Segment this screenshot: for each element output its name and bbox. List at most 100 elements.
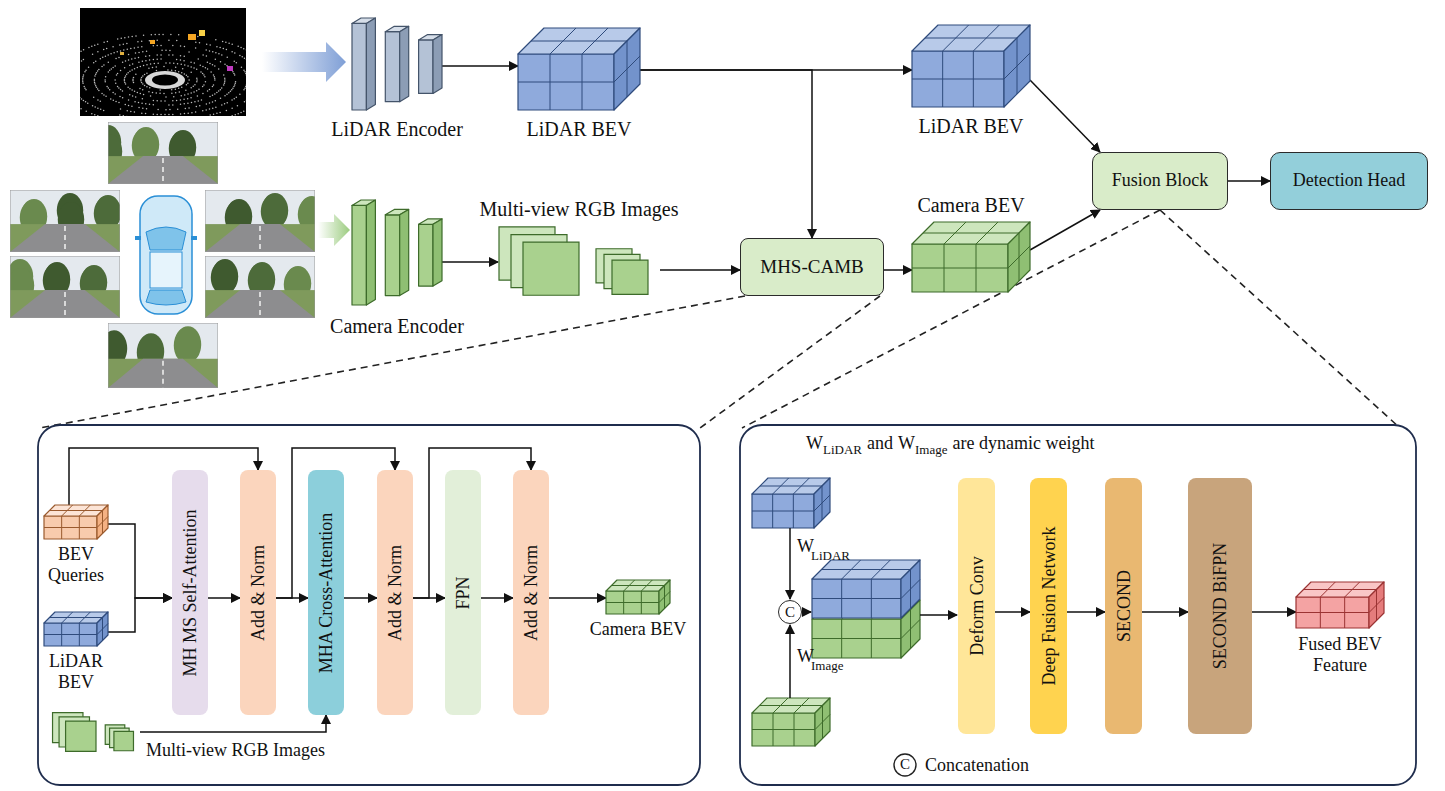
panel-heading: WLiDARandWImageare dynamic weight bbox=[806, 433, 1094, 454]
camera-photo bbox=[205, 256, 315, 318]
layer-bar: Add & Norm bbox=[377, 470, 413, 715]
zoom-leader-lines bbox=[40, 210, 1400, 428]
layer-bar: MH MS Self-Attention bbox=[172, 470, 208, 715]
connector-arrow bbox=[140, 715, 326, 732]
bar-label: Add & Norm bbox=[386, 545, 404, 641]
layer-bar: Deform Conv bbox=[958, 478, 995, 734]
node-label: LiDAR Encoder bbox=[312, 118, 482, 141]
bev-feature-cube: Camera BEV bbox=[912, 222, 1030, 292]
connector-arrow bbox=[660, 269, 740, 271]
layer-bar: Add & Norm bbox=[513, 470, 549, 715]
bev-feature-cube: LiDAR BEV bbox=[912, 25, 1030, 107]
node-label: LiDAR BEV bbox=[494, 118, 664, 141]
cube-shape bbox=[912, 222, 1030, 292]
cube-shape bbox=[912, 25, 1030, 107]
camera-photo bbox=[7, 256, 120, 318]
bar-label: Deform Conv bbox=[968, 556, 986, 655]
legend-entry: Concatenation bbox=[925, 754, 1029, 776]
connector-arrow bbox=[108, 524, 172, 598]
image-stack-shape bbox=[498, 226, 660, 300]
connector-arrow bbox=[884, 269, 912, 271]
cube-shape bbox=[44, 505, 108, 539]
bev-feature-cube: Camera BEV bbox=[606, 580, 670, 614]
cube-shape bbox=[1296, 582, 1384, 628]
node-label: Multi-view RGB Images bbox=[464, 198, 694, 221]
cube-shape bbox=[752, 478, 830, 528]
camera-photo bbox=[95, 122, 218, 184]
detail-panel bbox=[38, 425, 700, 785]
box-label: Detection Head bbox=[1293, 171, 1405, 191]
connector-arrow bbox=[1142, 611, 1188, 613]
connector-arrow bbox=[442, 65, 518, 67]
box-label: MHS-CAMB bbox=[760, 257, 863, 278]
connector-arrow bbox=[208, 597, 240, 599]
node-label: LiDAR BEV bbox=[36, 651, 116, 692]
connector-arrow bbox=[1252, 611, 1296, 613]
layer-bar: Add & Norm bbox=[240, 470, 276, 715]
box-label: Fusion Block bbox=[1112, 171, 1209, 191]
encoder-shape bbox=[352, 200, 442, 305]
encoder-stack: Camera Encoder bbox=[352, 200, 442, 305]
cube-shape bbox=[518, 28, 640, 110]
cube-shape bbox=[812, 560, 920, 618]
node-label: LiDAR BEV bbox=[886, 115, 1056, 138]
node-label: Camera BEV bbox=[588, 619, 688, 640]
node-label: Fused BEV Feature bbox=[1285, 634, 1395, 675]
camera-photo bbox=[100, 323, 218, 388]
heading-text: and bbox=[867, 433, 893, 454]
bar-label: FPN bbox=[454, 576, 472, 609]
node-label: Multi-view RGB Images bbox=[146, 740, 361, 761]
image-stack: Multi-view RGB Images bbox=[498, 226, 660, 300]
cube-shape bbox=[44, 505, 108, 539]
layer-bar: FPN bbox=[445, 470, 481, 715]
connector-arrow bbox=[1030, 80, 1100, 152]
node-label: Camera Encoder bbox=[307, 315, 487, 338]
bev-feature-cube: LiDAR BEV bbox=[518, 28, 640, 110]
bar-label: Add & Norm bbox=[249, 545, 267, 641]
image-stack: Multi-view RGB Images bbox=[52, 712, 140, 754]
cube-shape bbox=[606, 580, 670, 614]
heading-text: are dynamic weight bbox=[952, 433, 1094, 454]
connector-arrow bbox=[549, 597, 606, 599]
connector-arrow bbox=[344, 597, 377, 599]
bev-feature-cube: LiDAR BEV bbox=[44, 612, 108, 646]
heading-text: LiDAR bbox=[823, 442, 862, 458]
heading-text: W bbox=[806, 433, 823, 454]
bev-feature-cube: Fused BEV Feature bbox=[1296, 582, 1384, 628]
cube-shape bbox=[752, 698, 830, 746]
cube-shape bbox=[606, 580, 670, 614]
cube-shape bbox=[518, 28, 640, 110]
input-arrow bbox=[262, 42, 346, 82]
connector-arrow bbox=[481, 597, 513, 599]
layer-bar: MHA Cross-Attention bbox=[308, 470, 344, 715]
weight-label: Image bbox=[811, 659, 843, 674]
car-icon bbox=[135, 196, 197, 314]
connector-arrow bbox=[1067, 611, 1105, 613]
bar-label: MHA Cross-Attention bbox=[317, 512, 335, 673]
image-stack-shape bbox=[52, 712, 140, 754]
layer-bar: SECOND bbox=[1105, 478, 1142, 734]
connector-arrow bbox=[108, 598, 172, 632]
cube-shape bbox=[912, 222, 1030, 292]
concat-circle: C bbox=[778, 600, 802, 624]
cube-shape bbox=[44, 612, 108, 646]
legend-text: Concatenation bbox=[925, 754, 1029, 776]
connector-arrow bbox=[995, 611, 1030, 613]
layer-bar: SECOND BiFPN bbox=[1188, 478, 1252, 734]
concat-symbol: C bbox=[894, 754, 916, 776]
module-box: MHS-CAMB bbox=[740, 238, 884, 296]
box-label: C bbox=[785, 604, 795, 621]
input-arrow bbox=[318, 214, 350, 246]
cube-shape bbox=[44, 612, 108, 646]
weight-label: LiDAR bbox=[811, 549, 850, 564]
node-label: BEV Queries bbox=[36, 544, 116, 585]
node-label: Camera BEV bbox=[886, 194, 1056, 217]
bar-label: SECOND bbox=[1115, 570, 1133, 642]
bar-label: Add & Norm bbox=[522, 545, 540, 641]
weight-arrows bbox=[790, 528, 957, 698]
bev-feature-cube: BEV Queries bbox=[44, 505, 108, 539]
detail-panel bbox=[740, 425, 1416, 785]
cube-shape bbox=[1296, 582, 1384, 628]
layer-bar: Deep Fusion Network bbox=[1030, 478, 1067, 734]
